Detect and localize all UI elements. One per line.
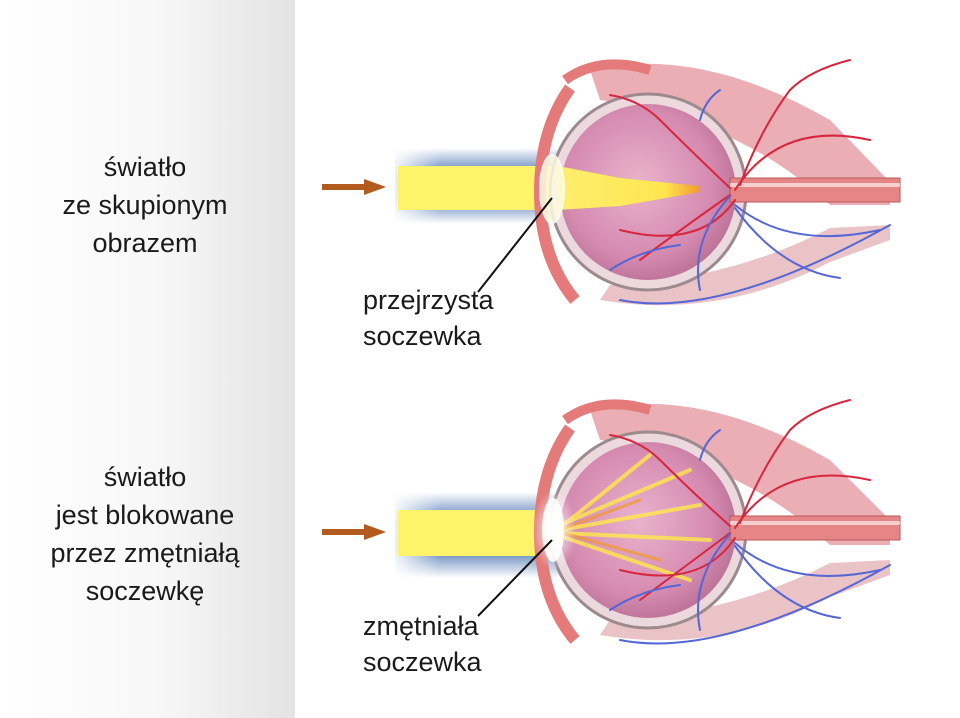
caption-line: jest blokowane xyxy=(55,500,235,530)
cloudy-lens-eye xyxy=(322,399,901,645)
caption-line: światło xyxy=(103,152,187,182)
caption-line: obrazem xyxy=(92,228,198,258)
label-cloudy-lens: zmętniała soczewka xyxy=(363,608,482,680)
caption-line: ze skupionym xyxy=(62,190,228,220)
label-line: soczewka xyxy=(363,647,482,677)
label-line: soczewka xyxy=(363,321,482,351)
incoming-light-arrow xyxy=(322,524,386,540)
label-line: przejrzysta xyxy=(363,285,494,315)
clear-lens-eye xyxy=(322,59,901,306)
lens-pointer-line xyxy=(477,539,553,617)
clear-lens xyxy=(539,154,565,224)
lens-pointer-line xyxy=(477,197,553,293)
caption-focused-light: światło ze skupionym obrazem xyxy=(0,148,290,262)
caption-line: soczewkę xyxy=(85,576,205,606)
caption-line: przez zmętniałą xyxy=(50,538,240,568)
caption-line: światło xyxy=(103,462,187,492)
light-beam xyxy=(398,510,558,556)
caption-blocked-light: światło jest blokowane przez zmętniałą s… xyxy=(0,458,290,610)
label-clear-lens: przejrzysta soczewka xyxy=(363,282,494,354)
label-line: zmętniała xyxy=(363,611,479,641)
caption-panel xyxy=(0,0,295,718)
light-beam xyxy=(398,166,558,210)
incoming-light-arrow xyxy=(322,179,386,195)
